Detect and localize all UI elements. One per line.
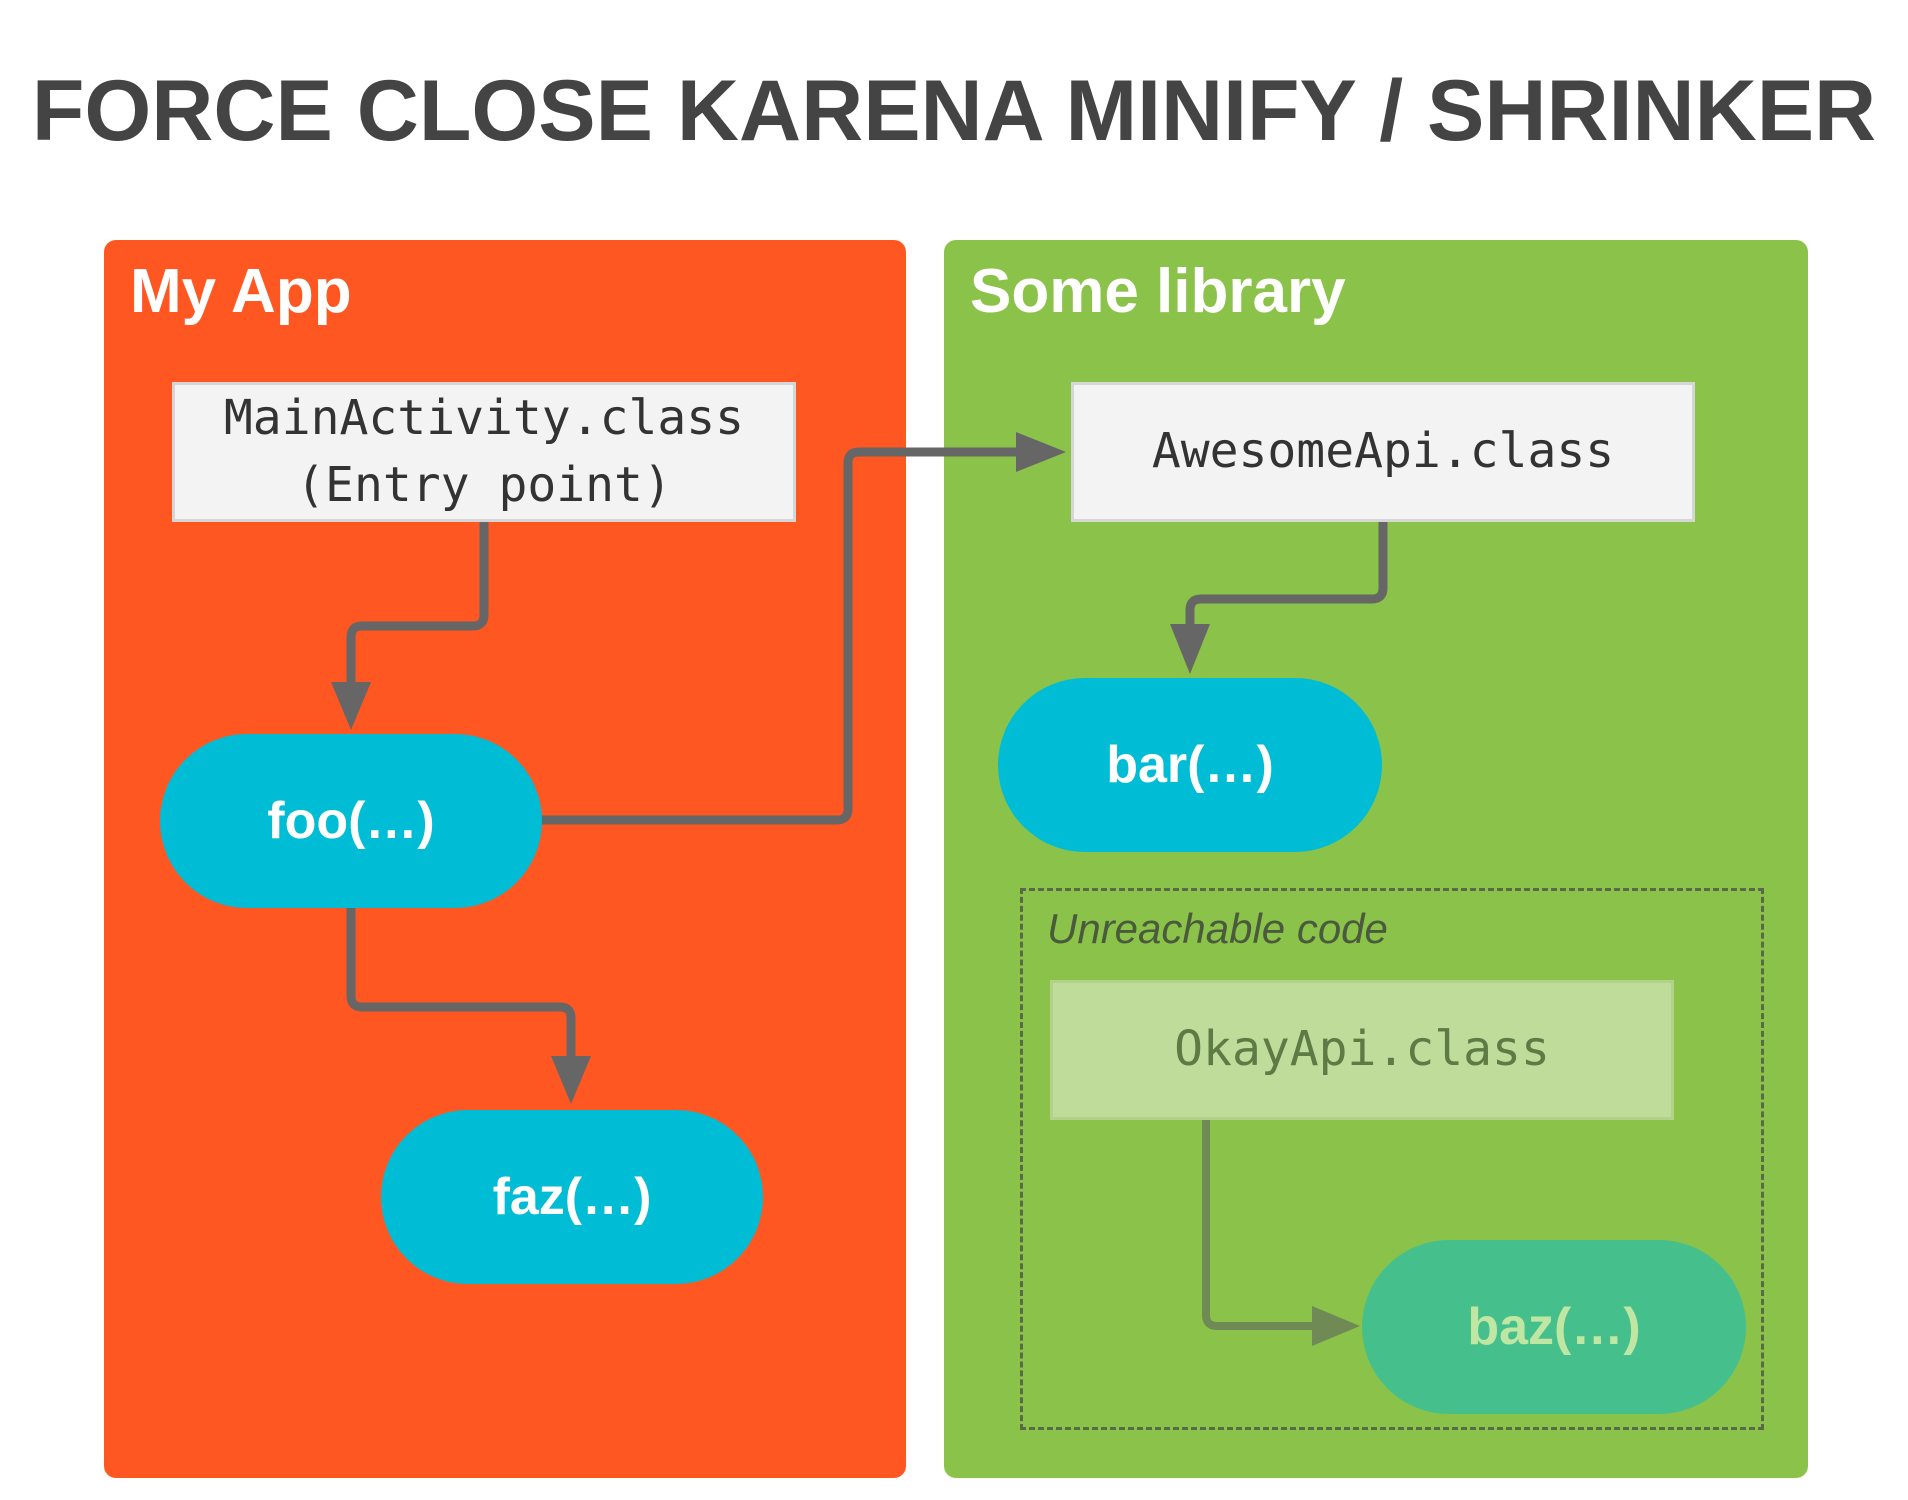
my-app-label: My App	[130, 257, 352, 326]
entry-point-label: (Entry point)	[296, 457, 672, 513]
foo-method-node: foo(…)	[160, 734, 542, 908]
baz-method-node: baz(…)	[1362, 1240, 1746, 1414]
okay-api-class-box: OkayApi.class	[1050, 980, 1674, 1120]
arrowhead-awesome-to-bar	[1170, 624, 1210, 674]
arrowhead-main-to-foo	[331, 682, 371, 730]
faz-method-node: faz(…)	[381, 1110, 763, 1284]
some-library-label: Some library	[970, 257, 1346, 326]
arrow-okay-to-baz	[1202, 1118, 1320, 1330]
unreachable-code-label: Unreachable code	[1047, 905, 1388, 952]
bar-method-label: bar(…)	[1106, 736, 1274, 794]
arrowhead-foo-to-awesome	[1016, 432, 1066, 472]
arrowhead-foo-to-faz	[551, 1056, 591, 1104]
arrow-awesome-to-bar	[1185, 520, 1388, 630]
arrow-main-to-foo	[346, 520, 489, 690]
main-activity-class-box: MainActivity.class (Entry point)	[172, 382, 796, 522]
baz-method-label: baz(…)	[1467, 1298, 1641, 1356]
faz-method-label: faz(…)	[492, 1168, 652, 1226]
foo-method-label: foo(…)	[267, 792, 435, 850]
page-title: FORCE CLOSE KARENA MINIFY / SHRINKER	[31, 63, 1877, 159]
okay-api-class-name: OkayApi.class	[1174, 1021, 1550, 1078]
arrow-foo-to-faz	[346, 905, 576, 1062]
arrow-foo-to-awesome	[540, 447, 1024, 825]
awesome-api-class-box: AwesomeApi.class	[1071, 382, 1695, 522]
unreachable-code-region: Unreachable code	[1020, 888, 1764, 1430]
bar-method-node: bar(…)	[998, 678, 1382, 852]
arrowhead-okay-to-baz	[1312, 1306, 1360, 1346]
awesome-api-class-name: AwesomeApi.class	[1151, 423, 1615, 480]
main-activity-class-name: MainActivity.class	[223, 389, 745, 446]
